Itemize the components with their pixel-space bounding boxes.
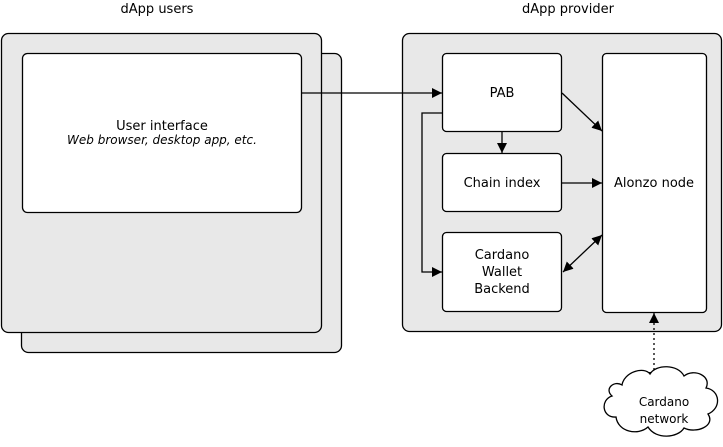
pab-box [441,52,563,133]
users-heading: dApp users [121,2,194,17]
user-interface-box [21,52,303,214]
user-interface-title: User interface [116,119,208,134]
user-interface-subtitle: Web browser, desktop app, etc. [67,133,257,147]
wallet-backend-box [441,231,563,313]
arrow-pab-to-node [561,92,603,132]
chain-index-box [441,152,563,213]
alonzo-node-box [601,52,708,314]
wallet-backend-label-line-2: Wallet [482,265,522,280]
alonzo-node-label: Alonzo node [614,176,694,191]
arrow-wallet-node [562,234,603,273]
chain-index-label: Chain index [464,176,541,191]
wallet-backend-label-line-1: Cardano [475,248,530,263]
provider-heading: dApp provider [522,2,615,17]
wallet-backend-label-line-3: Backend [474,282,530,297]
cardano-network-label-line-1: Cardano [639,395,689,409]
pab-label: PAB [490,86,515,101]
arrow-pab-to-wallet [421,112,442,277]
cardano-network-cloud [603,366,719,437]
cardano-network-label-line-2: network [640,412,689,426]
